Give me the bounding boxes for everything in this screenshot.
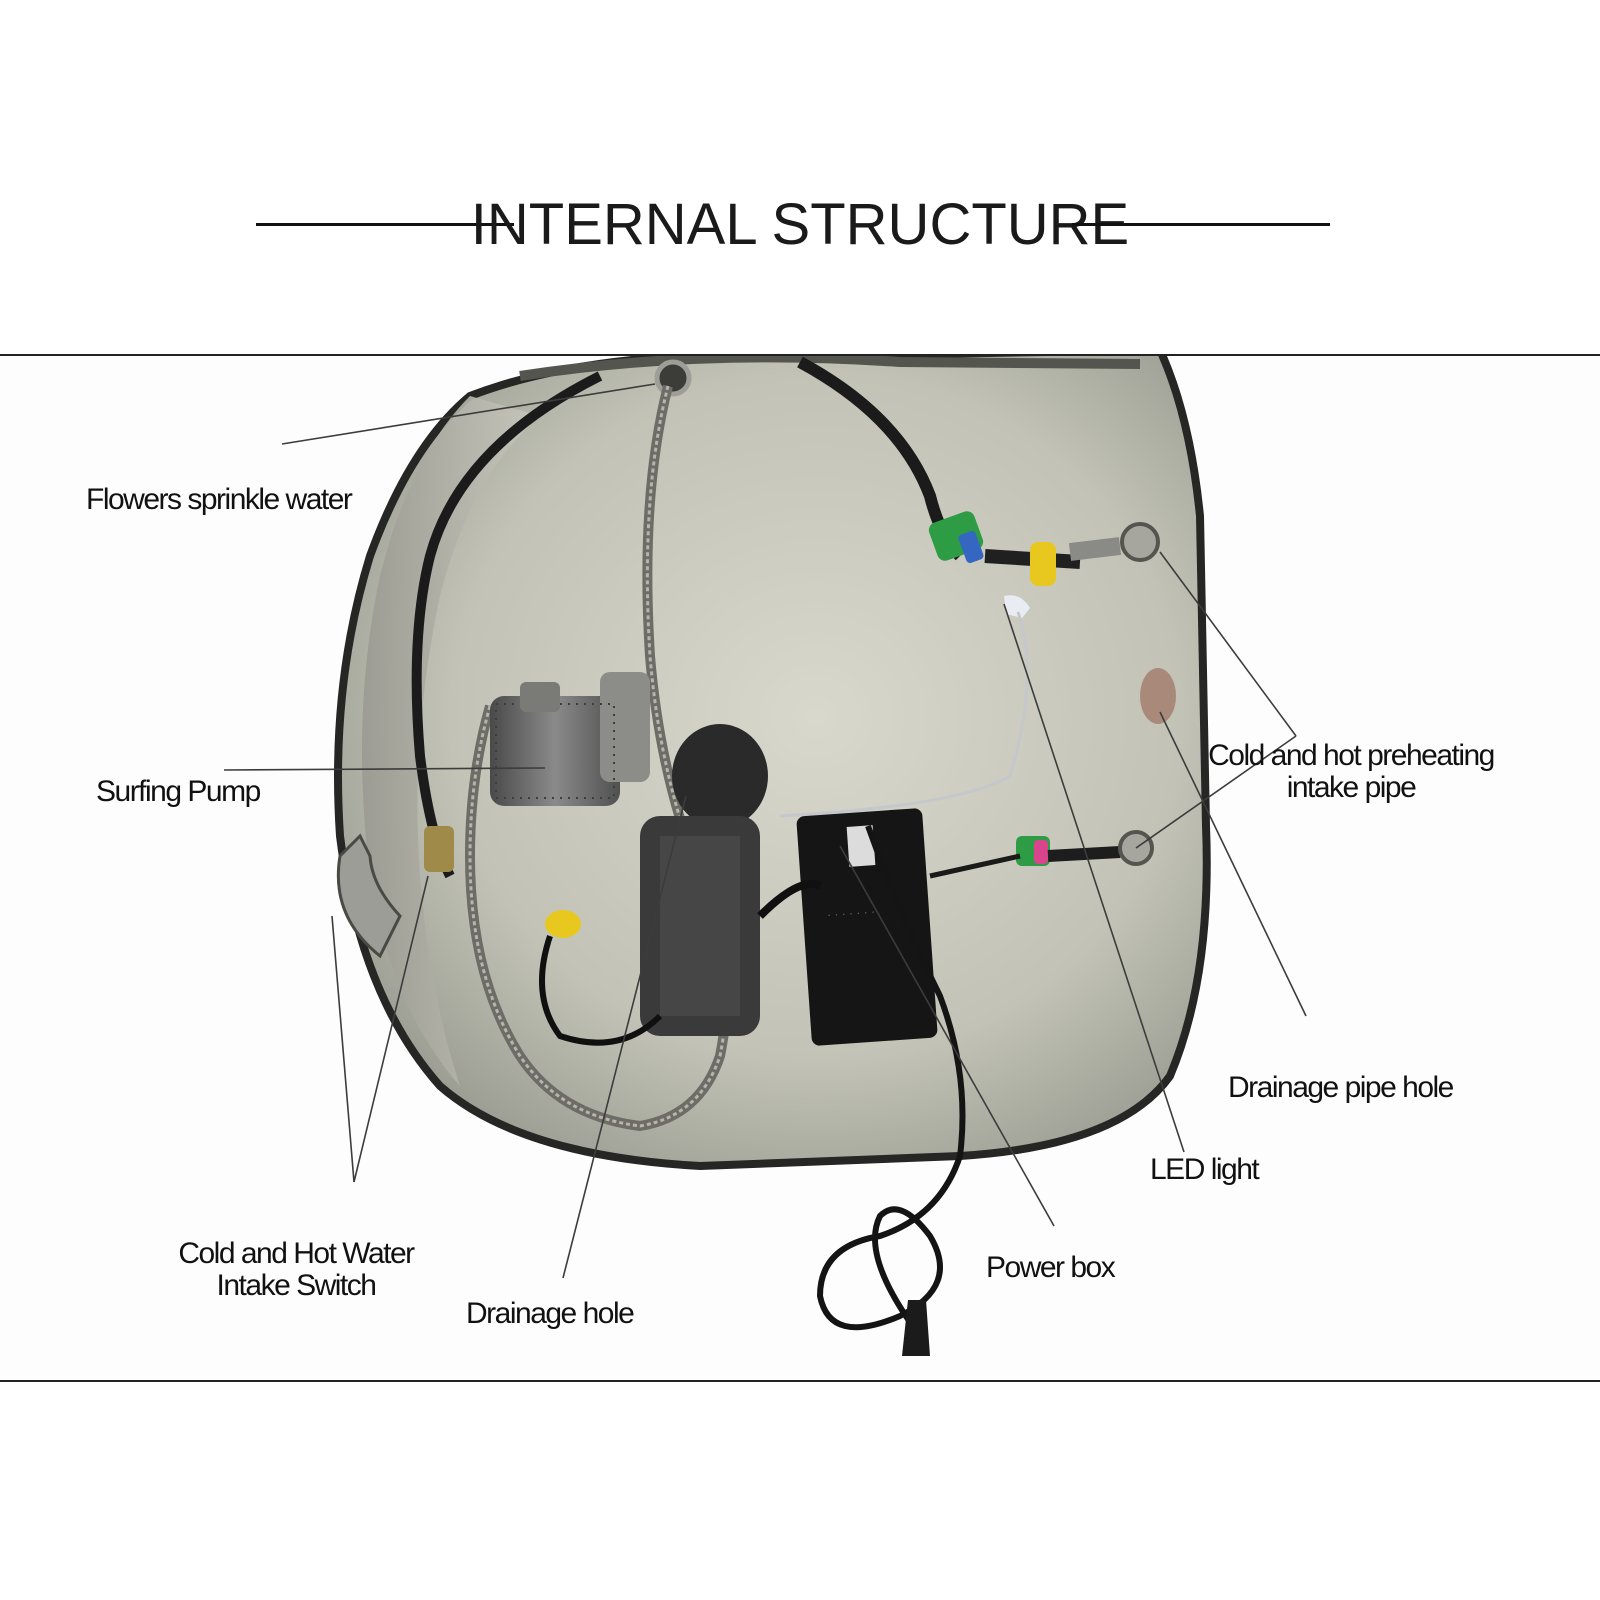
label-drainage-hole: Drainage hole [466,1297,635,1330]
svg-text:· · · · · · ·: · · · · · · · [827,904,876,921]
title-rule-left [256,223,514,226]
fitting-yellow-upper [1030,542,1056,586]
basin-inner-rim [519,356,1141,381]
label-cold-hot-switch-line2: Intake Switch [216,1269,377,1302]
basin-internal-photo: · · · · · · · [223,356,1307,1356]
label-drainage-pipe-hole: Drainage pipe hole [1228,1071,1454,1104]
label-flowers-sprinkle: Flowers sprinkle water [86,483,353,516]
basin-left-wall [362,396,540,1086]
label-cold-hot-switch: Cold and Hot Water Intake Switch [176,1238,416,1302]
label-preheating-pipe: Cold and hot preheating intake pipe [1196,740,1506,804]
intake-switch-shape [424,826,454,872]
label-preheating-line2: intake pipe [1286,771,1417,804]
surfing-pump-shape [490,696,620,806]
power-cord [816,824,966,1338]
power-box-shape [796,808,938,1046]
fitting-yellow-left [545,910,581,938]
label-preheating-line1: Cold and hot preheating [1208,739,1495,772]
label-surfing-pump: Surfing Pump [96,775,261,808]
power-plug [902,1300,930,1356]
sprinkle-outlet [654,359,692,397]
title-area: INTERNAL STRUCTURE [0,0,1600,300]
title-rule-right [1072,223,1330,226]
page-title: INTERNAL STRUCTURE [470,192,1130,257]
label-led-light: LED light [1150,1153,1260,1186]
label-cold-hot-switch-line1: Cold and Hot Water [178,1237,415,1270]
product-photo-frame: · · · · · · · Flowers sprinkle water Sur… [0,354,1600,1382]
label-power-box: Power box [986,1251,1116,1284]
left-cable [411,371,603,879]
motor [672,724,768,828]
mounting-bracket [336,833,402,959]
drainage-pipe-hole-shape [1140,668,1176,724]
led-light-shape [1004,595,1030,618]
leader-lines [223,383,1307,1279]
inlet-upper [1120,522,1160,562]
